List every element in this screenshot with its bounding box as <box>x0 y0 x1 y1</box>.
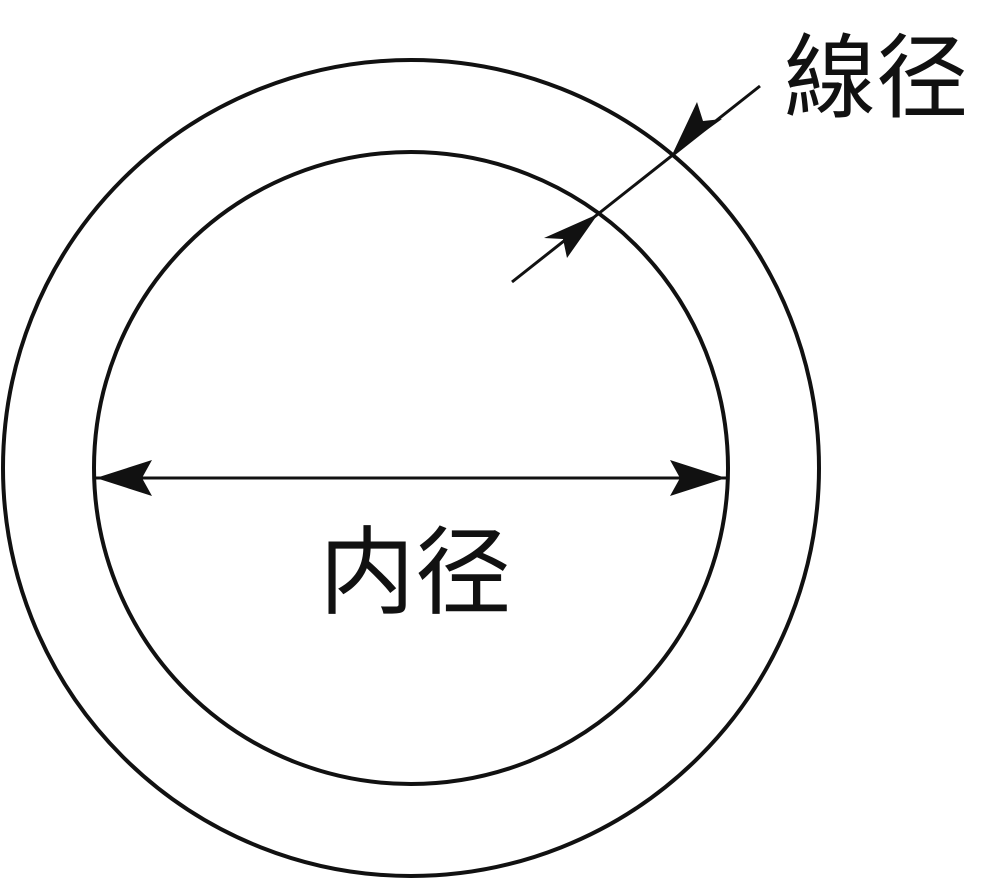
inner-ring-circle <box>92 150 730 786</box>
outer-ring-circle <box>1 58 821 878</box>
inner-diameter-dimension <box>96 460 726 496</box>
wire-diameter-label: 線径 <box>784 25 968 132</box>
inner-diameter-left-arrow <box>96 460 152 496</box>
wire-diameter-line <box>511 84 761 284</box>
inner-diameter-right-arrow <box>670 460 726 496</box>
wire-diameter-outer-arrow <box>672 102 722 155</box>
inner-diameter-label: 内径 <box>319 517 511 629</box>
wire-diameter-inner-arrow <box>544 214 598 258</box>
wire-diameter-dimension <box>511 84 761 284</box>
